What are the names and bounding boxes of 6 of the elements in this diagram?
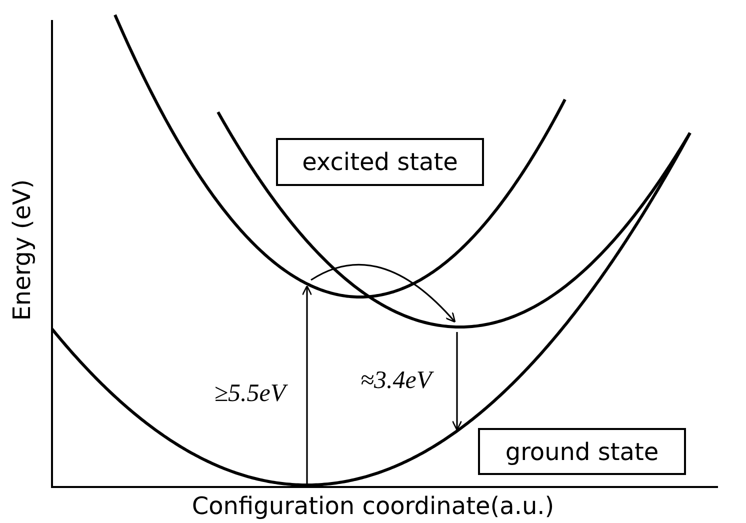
state-label-box: ground state <box>478 428 686 475</box>
energy-label: ≈3.4eV <box>360 367 432 395</box>
energy-label: ≥5.5eV <box>214 380 286 408</box>
axis-title: Configuration coordinate(a.u.) <box>192 492 554 520</box>
state-label-box: excited state <box>276 138 484 186</box>
axis-title: Energy (eV) <box>8 179 36 321</box>
